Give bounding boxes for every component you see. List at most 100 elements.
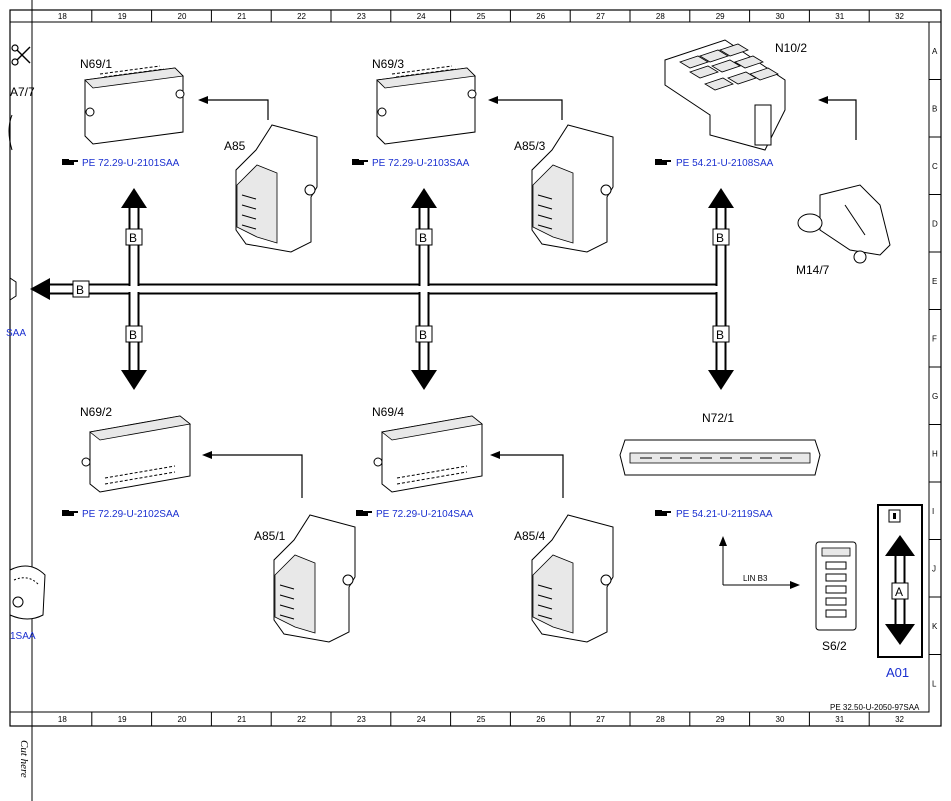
- control-panel-n72-1: [619, 439, 821, 476]
- component-label-n72-1: N72/1: [702, 411, 734, 425]
- row-letter: B: [932, 104, 937, 113]
- seat-switch-a85-3: [531, 124, 614, 253]
- pointing-hand-icon: [356, 510, 372, 516]
- seat-switch-a85-4: [531, 514, 614, 643]
- row-letter: C: [932, 162, 938, 171]
- column-number: 29: [716, 715, 725, 724]
- svg-text:PE 72.29-U-2103SAA: PE 72.29-U-2103SAA: [372, 158, 470, 169]
- svg-text:B: B: [716, 231, 724, 245]
- column-number: 22: [297, 715, 306, 724]
- component-label-a85-4: A85/4: [514, 529, 546, 543]
- reference-n69-4[interactable]: PE 72.29-U-2104SAA: [356, 509, 474, 520]
- row-letter: H: [932, 449, 938, 458]
- connection-arrow: [820, 99, 857, 140]
- column-number: 18: [58, 12, 67, 21]
- column-number: 23: [357, 12, 366, 21]
- bus-label-a: A: [895, 585, 903, 599]
- reference-n69-2[interactable]: PE 72.29-U-2102SAA: [62, 509, 180, 520]
- reference-n69-1[interactable]: PE 72.29-U-2101SAA: [62, 158, 180, 169]
- connection-arrow: [200, 99, 269, 120]
- bus-label-b-6: B: [712, 325, 730, 343]
- control-unit-n69-3: [376, 65, 477, 145]
- component-label-a85-1: A85/1: [254, 529, 286, 543]
- column-number: 31: [835, 715, 844, 724]
- reference-left-cut-1[interactable]: SAA: [6, 328, 26, 339]
- reference-left-cut-2[interactable]: 1SAA: [10, 631, 36, 642]
- legend-code[interactable]: A01: [886, 665, 909, 680]
- component-label-n69-1: N69/1: [80, 57, 112, 71]
- svg-text:B: B: [76, 283, 84, 297]
- seat-switch-a85-1: [273, 514, 356, 643]
- partial-part: [8, 114, 13, 151]
- pointing-hand-icon: [655, 159, 671, 165]
- row-letter: K: [932, 622, 938, 631]
- column-number: 21: [237, 12, 246, 21]
- svg-text:B: B: [129, 328, 137, 342]
- component-label-n10-2: N10/2: [775, 41, 807, 55]
- fuse-relay-box-n10-2: [664, 39, 786, 151]
- pointing-hand-icon: [352, 159, 368, 165]
- bus-label-b-3: B: [415, 228, 433, 246]
- svg-text:PE 72.29-U-2101SAA: PE 72.29-U-2101SAA: [82, 158, 180, 169]
- lin-label: LIN B3: [743, 574, 768, 583]
- column-number: 26: [536, 12, 545, 21]
- control-unit-n69-4: [373, 415, 483, 493]
- bus-label-b-4: B: [415, 325, 433, 343]
- column-number: 27: [596, 12, 605, 21]
- legend-box: A: [877, 504, 923, 658]
- partial-connector: [9, 277, 17, 301]
- switch-panel-s6-2: [815, 541, 857, 631]
- column-number: 28: [656, 12, 665, 21]
- connection-arrow: [493, 454, 564, 498]
- svg-text:PE 72.29-U-2104SAA: PE 72.29-U-2104SAA: [376, 509, 474, 520]
- bus-label-b-2: B: [125, 325, 143, 343]
- component-label-a85: A85: [224, 139, 246, 153]
- row-letter: G: [932, 392, 938, 401]
- column-number: 19: [118, 12, 127, 21]
- column-number: 18: [58, 715, 67, 724]
- column-number: 24: [417, 12, 426, 21]
- svg-text:B: B: [419, 328, 427, 342]
- column-number: 24: [417, 715, 426, 724]
- column-number: 30: [776, 715, 785, 724]
- svg-text:B: B: [419, 231, 427, 245]
- component-label-n69-3: N69/3: [372, 57, 404, 71]
- row-letter: A: [932, 47, 938, 56]
- column-number: 25: [477, 715, 486, 724]
- column-number: 25: [477, 12, 486, 21]
- column-number: 20: [178, 715, 187, 724]
- column-number: 32: [895, 715, 904, 724]
- pointing-hand-icon: [62, 159, 78, 165]
- document-reference: PE 32.50-U-2050-97SAA: [830, 703, 920, 712]
- svg-text:PE 54.21-U-2108SAA: PE 54.21-U-2108SAA: [676, 158, 774, 169]
- component-label-m14-7: M14/7: [796, 263, 830, 277]
- scissors-icon: [11, 44, 31, 66]
- row-letter: I: [932, 507, 934, 516]
- reference-n69-3[interactable]: PE 72.29-U-2103SAA: [352, 158, 470, 169]
- column-number: 26: [536, 715, 545, 724]
- column-number: 21: [237, 715, 246, 724]
- column-number: 32: [895, 12, 904, 21]
- connection-arrow: [205, 454, 303, 498]
- partial-instrument-icon: [9, 565, 46, 620]
- control-unit-n69-1: [84, 65, 185, 145]
- svg-text:PE 72.29-U-2102SAA: PE 72.29-U-2102SAA: [82, 509, 180, 520]
- row-letter: L: [932, 679, 937, 688]
- bus-label-b-left: B: [72, 280, 90, 298]
- row-letter: J: [932, 564, 936, 573]
- reference-n72-1[interactable]: PE 54.21-U-2119SAA: [655, 509, 773, 520]
- control-unit-n69-2: [81, 415, 191, 493]
- component-label-a7-7: A7/7: [10, 85, 35, 99]
- reference-n10-2[interactable]: PE 54.21-U-2108SAA: [655, 158, 774, 169]
- pointing-hand-icon: [62, 510, 78, 516]
- row-letter: F: [932, 334, 937, 343]
- column-number: 31: [835, 12, 844, 21]
- component-label-n69-4: N69/4: [372, 405, 404, 419]
- svg-text:PE 54.21-U-2119SAA: PE 54.21-U-2119SAA: [676, 509, 773, 520]
- pointing-hand-icon: [655, 510, 671, 516]
- svg-text:B: B: [129, 231, 137, 245]
- bus-network: [30, 188, 734, 390]
- column-number: 20: [178, 12, 187, 21]
